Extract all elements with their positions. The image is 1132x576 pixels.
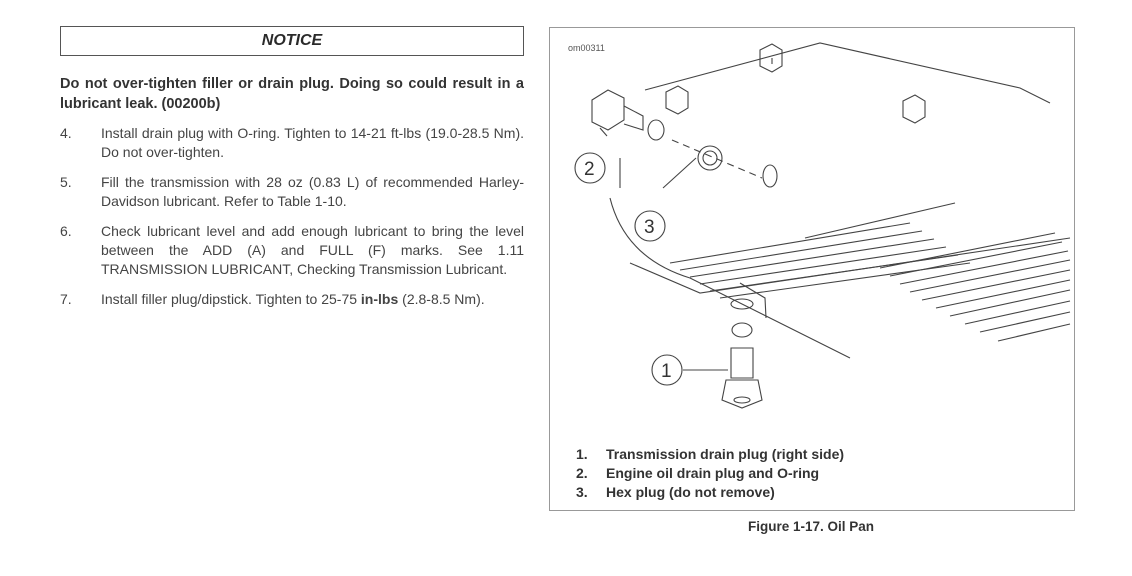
step-text: Install drain plug with O-ring. Tighten … xyxy=(101,125,524,160)
legend-number: 3. xyxy=(576,484,588,500)
step-number: 5. xyxy=(60,174,72,190)
callout-1: 1 xyxy=(661,361,672,382)
figure-frame: 2 3 1 om00311 1. Transmission drain plug… xyxy=(549,27,1075,511)
list-item: 1. Transmission drain plug (right side) xyxy=(576,445,844,464)
step-text: Check lubricant level and add enough lub… xyxy=(101,223,524,277)
instructions-column: NOTICE Do not over-tighten filler or dra… xyxy=(60,26,524,320)
step-text: Install filler plug/dipstick. Tighten to… xyxy=(101,291,485,307)
callout-2: 2 xyxy=(584,159,595,180)
step-number: 6. xyxy=(60,223,72,239)
legend-text: Engine oil drain plug and O-ring xyxy=(606,465,820,481)
legend-text: Hex plug (do not remove) xyxy=(606,484,775,500)
callout-3: 3 xyxy=(644,217,655,238)
legend-number: 1. xyxy=(576,446,588,462)
legend-number: 2. xyxy=(576,465,588,481)
steps-list: 4. Install drain plug with O-ring. Tight… xyxy=(60,124,524,309)
legend-text: Transmission drain plug (right side) xyxy=(606,446,845,462)
list-item: 4. Install drain plug with O-ring. Tight… xyxy=(60,124,524,162)
step-number: 7. xyxy=(60,291,72,307)
step-text: Fill the transmission with 28 oz (0.83 L… xyxy=(101,174,524,209)
list-item: 7. Install filler plug/dipstick. Tighten… xyxy=(60,290,524,309)
list-item: 6. Check lubricant level and add enough … xyxy=(60,222,524,279)
step-number: 4. xyxy=(60,125,72,141)
figure-legend: 1. Transmission drain plug (right side) … xyxy=(576,445,844,502)
notice-message: Do not over-tighten filler or drain plug… xyxy=(60,76,524,112)
figure-id: om00311 xyxy=(568,43,605,53)
list-item: 3. Hex plug (do not remove) xyxy=(576,483,844,502)
notice-box: NOTICE xyxy=(60,26,524,56)
list-item: 5. Fill the transmission with 28 oz (0.8… xyxy=(60,173,524,211)
oil-pan-illustration: 2 3 1 xyxy=(574,42,1071,409)
list-item: 2. Engine oil drain plug and O-ring xyxy=(576,464,844,483)
notice-title: NOTICE xyxy=(261,32,323,49)
figure-caption: Figure 1-17. Oil Pan xyxy=(747,519,875,534)
